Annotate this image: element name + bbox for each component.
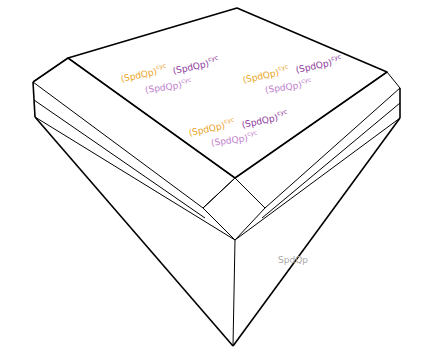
superscript-label: cyc	[301, 76, 312, 84]
superscript-label: cyc	[181, 76, 192, 84]
superscript-label: cyc	[277, 63, 288, 72]
pavilion-edge	[35, 117, 233, 346]
girdle-edge	[33, 82, 35, 117]
pavilion-edge	[233, 118, 400, 346]
superscript-label: cyc	[276, 108, 287, 117]
superscript-label: cyc	[207, 54, 218, 63]
outline-edge	[33, 58, 68, 82]
crown-facet	[235, 72, 400, 208]
superscript-label: cyc	[330, 53, 341, 62]
crown-facet	[33, 58, 235, 208]
pavilion-edge	[233, 240, 235, 346]
compound-label: SpdQp	[278, 255, 308, 265]
table-face	[68, 8, 387, 178]
superscript-label: cyc	[155, 62, 166, 71]
diamond-facet	[203, 178, 265, 240]
girdle-line	[235, 118, 400, 240]
superscript-label: cyc	[223, 116, 234, 125]
girdle-line	[34, 100, 205, 218]
girdle-line	[35, 117, 235, 240]
label-group: SpdQp	[278, 250, 308, 266]
girdle-line	[262, 103, 400, 218]
superscript-label: cyc	[247, 129, 258, 137]
